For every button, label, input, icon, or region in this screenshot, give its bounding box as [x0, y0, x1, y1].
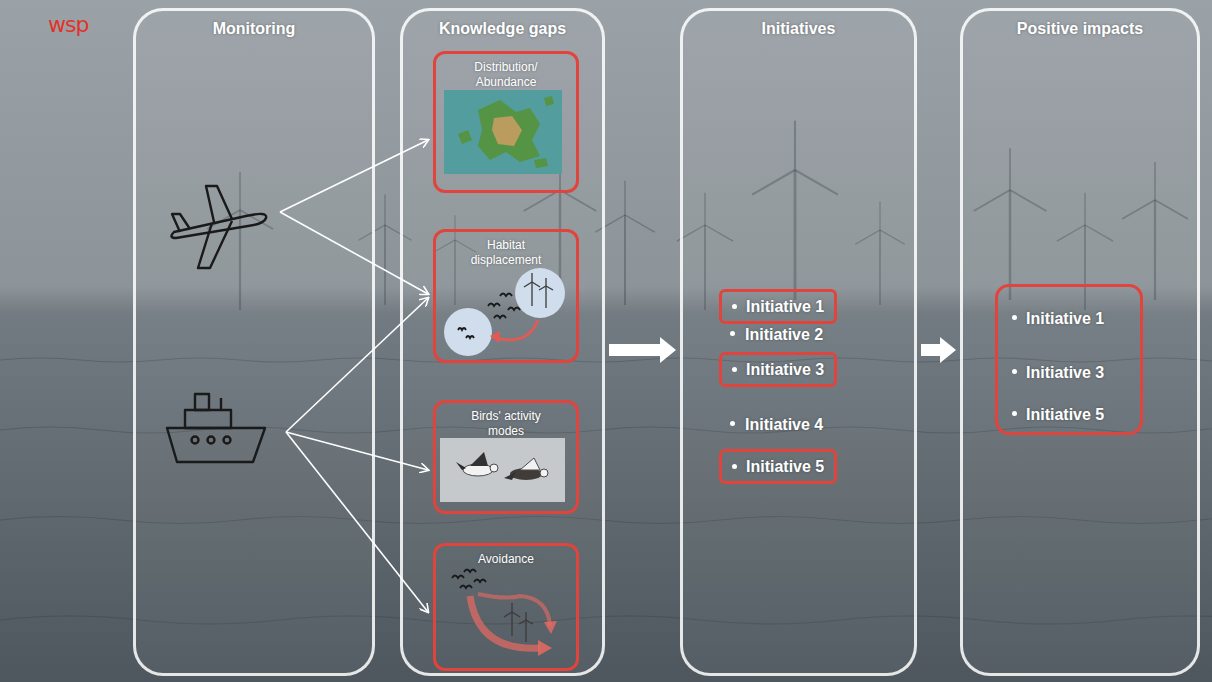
- initiative-text: Initiative 3: [746, 360, 824, 379]
- initiative-box: Initiative 1: [719, 289, 837, 324]
- impact-box: Initiative 1 Initiative 3 Initiative 5: [995, 284, 1143, 435]
- column-panel: Positive impactsInitiative 1 Initiative 3…: [960, 8, 1200, 676]
- initiative-text: Initiative 4: [745, 415, 823, 434]
- column-heading: Initiatives: [683, 20, 914, 38]
- initiative-box: Initiative 5: [719, 449, 837, 484]
- bullet-dot: [730, 331, 735, 336]
- gap-label: Avoidance: [436, 552, 576, 567]
- initiative-box: Initiative 3: [719, 352, 837, 387]
- initiative-text: Initiative 5: [746, 457, 824, 476]
- bullet-dot: [732, 367, 737, 372]
- column-panel: Monitoring: [133, 8, 375, 676]
- gap-label: Birds' activity modes: [436, 409, 576, 439]
- knowledge-gap-box: Distribution/ Abundance: [433, 51, 579, 193]
- bullet-dot: [732, 464, 737, 469]
- column-heading: Monitoring: [136, 20, 372, 38]
- knowledge-gap-box: Avoidance: [433, 543, 579, 671]
- flow-arrow: [921, 337, 956, 363]
- bullet-dot: [1012, 411, 1017, 416]
- gap-label: Distribution/ Abundance: [436, 60, 576, 90]
- bullet-dot: [730, 421, 735, 426]
- column-panel: Knowledge gapsDistribution/ AbundanceHab…: [400, 8, 605, 676]
- knowledge-gap-box: Birds' activity modes: [433, 400, 579, 514]
- bullet-dot: [1012, 369, 1017, 374]
- flow-arrow: [609, 337, 676, 363]
- gap-label: Habitat displacement: [436, 238, 576, 268]
- initiative-text: Initiative 1: [746, 297, 824, 316]
- column-heading: Positive impacts: [963, 20, 1197, 38]
- bullet-dot: [732, 304, 737, 309]
- initiative-text: Initiative 2: [745, 325, 823, 344]
- column-heading: Knowledge gaps: [403, 20, 602, 38]
- logo-text: wsp: [48, 12, 88, 37]
- initiative-text: Initiative 5: [1026, 405, 1104, 424]
- column-panel: InitiativesInitiative 2 Initiative 4 Initi…: [680, 8, 917, 676]
- knowledge-gap-box: Habitat displacement: [433, 229, 579, 363]
- initiative-text: Initiative 3: [1026, 363, 1104, 382]
- bullet-dot: [1012, 315, 1017, 320]
- initiative-text: Initiative 1: [1026, 309, 1104, 328]
